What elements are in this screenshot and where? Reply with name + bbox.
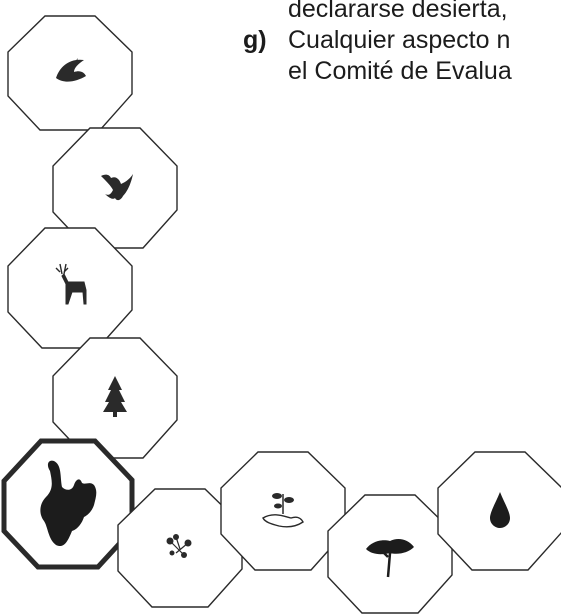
text-line: declararse desierta, — [288, 0, 508, 23]
tile-seedling-hand — [220, 451, 346, 571]
tile-bird — [7, 15, 133, 131]
list-marker: g) — [243, 26, 267, 54]
tile-flower — [117, 488, 243, 608]
text-line: Cualquier aspecto n — [288, 26, 511, 54]
list-item-g: g) Cualquier aspecto n — [243, 25, 510, 56]
text-line: el Comité de Evalua — [288, 57, 512, 85]
deer-icon — [55, 263, 87, 305]
tile-eagle — [52, 127, 178, 249]
flower-icon — [166, 534, 192, 558]
eagle-icon — [101, 174, 133, 201]
tile-acacia-tree — [327, 494, 453, 614]
acacia-tree-icon — [366, 539, 414, 578]
pine-tree-icon — [103, 376, 127, 417]
tile-pine-tree — [52, 337, 178, 459]
water-drop-icon — [490, 492, 510, 528]
tile-water-drop — [437, 451, 561, 571]
bird-icon — [56, 58, 86, 82]
seedling-hand-icon — [262, 493, 304, 528]
tile-deer — [7, 227, 133, 349]
map-icon — [40, 460, 97, 547]
tile-map-highlighted — [1, 438, 135, 570]
